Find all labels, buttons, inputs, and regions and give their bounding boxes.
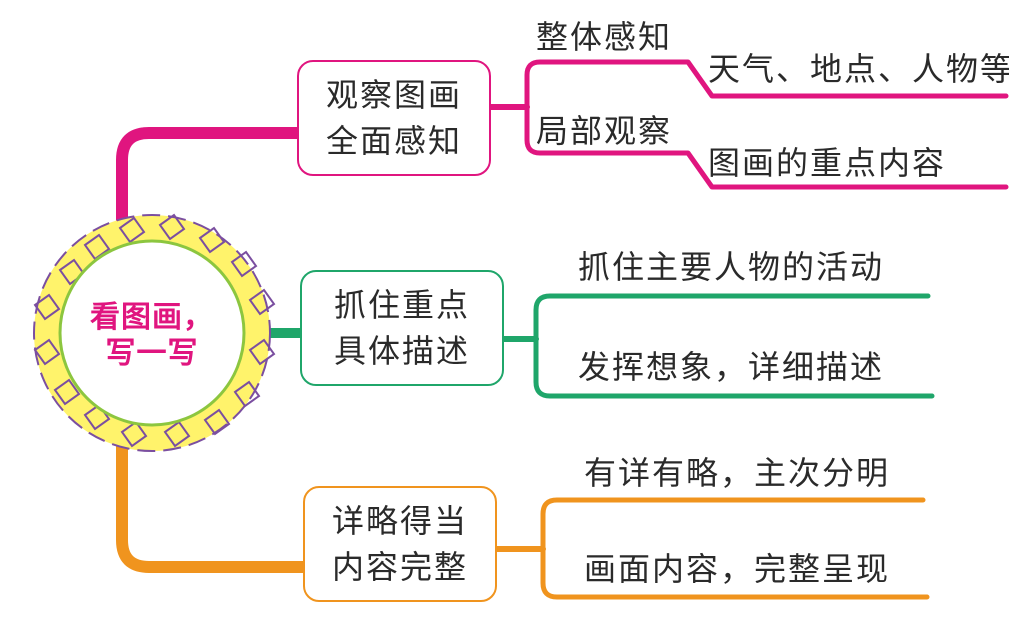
leaf-detail-overall: 天气、地点、人物等 — [708, 44, 1009, 90]
leaf-label-imagination: 发挥想象，详细描述 — [578, 342, 884, 388]
branch-node-line1: 详略得当 — [332, 498, 468, 544]
branch-node-line2: 内容完整 — [332, 544, 468, 590]
center-title-line1: 看图画， — [62, 300, 242, 336]
leaf-label-complete: 画面内容，完整呈现 — [584, 544, 890, 590]
leaf-detail-partial: 图画的重点内容 — [708, 138, 946, 184]
connector-main-activity — [536, 296, 928, 339]
center-title: 看图画， 写一写 — [62, 300, 242, 372]
connector-primary-secondary — [543, 500, 923, 549]
center-title-line2: 写一写 — [62, 336, 242, 372]
trunk-detail — [122, 440, 303, 567]
branch-node-detail: 详略得当 内容完整 — [303, 486, 497, 602]
branch-node-line1: 抓住重点 — [334, 282, 470, 328]
branch-node-line2: 具体描述 — [334, 328, 470, 374]
branch-node-line1: 观察图画 — [326, 72, 462, 118]
leaf-label-main-activity: 抓住主要人物的活动 — [578, 242, 884, 288]
branch-node-observe: 观察图画 全面感知 — [297, 60, 491, 176]
leaf-label-partial: 局部观察 — [536, 106, 672, 152]
branch-node-line2: 全面感知 — [326, 118, 462, 164]
leaf-label-primary-secondary: 有详有略，主次分明 — [584, 448, 890, 494]
branch-node-focus: 抓住重点 具体描述 — [300, 270, 504, 386]
leaf-label-overall: 整体感知 — [536, 12, 672, 58]
